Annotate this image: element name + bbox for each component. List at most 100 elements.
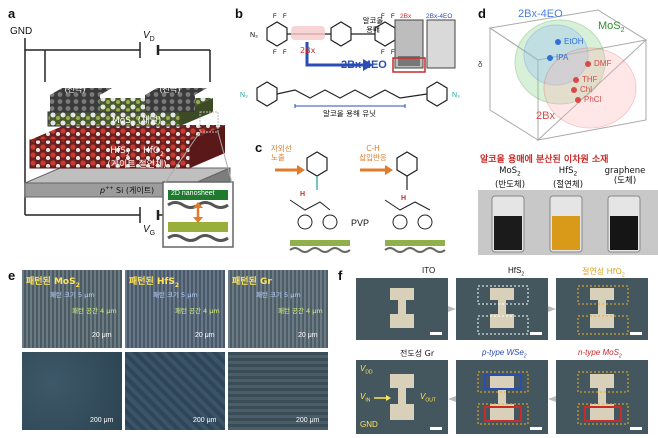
vial-label-hfs2: HfS2(절연체) bbox=[552, 166, 584, 190]
panel-b: b N₃ N₃ FF FF FF FF N₃ N₃ 2Bx 알코올 용매 2Bx… bbox=[235, 0, 470, 140]
solvent-label-0: EtOH bbox=[564, 37, 584, 46]
hfs2-label: HfS2 → HfO2(게이트 절연체) bbox=[107, 146, 167, 170]
svg-text:F: F bbox=[391, 14, 395, 20]
legend-2bx: 2Bx bbox=[536, 110, 555, 122]
label-hfo2: 절연성 HfO2 bbox=[582, 267, 625, 279]
legend-mos2: MoS2 bbox=[598, 20, 625, 35]
psi-label: p++ Si (게이트) bbox=[100, 185, 155, 195]
vd-label: VD bbox=[143, 30, 155, 43]
title-hfs2-text: 패턴된 HfS bbox=[129, 277, 175, 287]
micrograph-mos2 bbox=[22, 270, 122, 348]
psi-text: p bbox=[100, 186, 106, 195]
axis-label-delta: δ bbox=[478, 60, 483, 69]
vg-label: VG bbox=[143, 224, 155, 237]
vout-sub: OUT bbox=[425, 397, 436, 404]
graphene-right-text: graphene bbox=[150, 76, 190, 85]
label-wse2-text: p-type WSe bbox=[482, 348, 524, 357]
dispersion-title: 알코올 용매에 분산된 이차원 소재 bbox=[480, 155, 609, 165]
legend-2bx4eo: 2Bx-4EO bbox=[518, 8, 563, 20]
label-hfs2-text: HfS bbox=[508, 266, 522, 275]
svg-text:H: H bbox=[300, 191, 305, 198]
alcohol-solvent-label: 알코올 용매 bbox=[362, 16, 384, 34]
pattern-gap-mos2: 패턴 공간 4 μm bbox=[72, 307, 117, 315]
solvent-label-4: Chl bbox=[580, 85, 593, 94]
reaction-scheme: H H bbox=[275, 151, 446, 253]
scale-mos2-top: 20 μm bbox=[92, 332, 112, 339]
mos2-text: MoS bbox=[112, 116, 131, 126]
vial-2bx4eo-label: 2Bx-4EO bbox=[426, 13, 453, 20]
graphene-right-label: graphene(전극) bbox=[147, 76, 193, 94]
gnd-label: GND bbox=[10, 26, 33, 37]
svg-text:H: H bbox=[401, 195, 406, 202]
psi-tail: Si (게이트) bbox=[113, 186, 155, 195]
svg-text:N₃: N₃ bbox=[452, 92, 460, 99]
pattern-size-gr: 패턴 크기 5 μm bbox=[256, 291, 301, 299]
panel-c: c H H 자외선 노출 C-H 삽입반응 PVP bbox=[235, 140, 475, 260]
insertion-label: C-H 삽입반응 bbox=[359, 144, 387, 162]
vials-photo bbox=[478, 190, 658, 255]
solvent-label-2: DMF bbox=[594, 59, 612, 68]
product-label: 2Bx-4EO bbox=[341, 59, 387, 71]
molecule-2bx: N₃ N₃ FF FF FF FF N₃ N₃ bbox=[240, 14, 460, 108]
micrograph-hfs2 bbox=[125, 270, 225, 348]
scale-hfs2-bottom: 200 μm bbox=[193, 417, 217, 424]
hfs2-text: HfS bbox=[110, 146, 126, 156]
vdd-text: V bbox=[360, 364, 366, 373]
svg-text:F: F bbox=[391, 50, 395, 56]
pattern-gap-hfs2: 패턴 공간 4 μm bbox=[175, 307, 220, 315]
pattern-gap-gr: 패턴 공간 4 μm bbox=[278, 307, 323, 315]
micrograph-mos2-large bbox=[22, 352, 122, 430]
vdd-sub: DD bbox=[365, 369, 373, 376]
panel-d: d 2Bx-4EO MoS2 2Bx δ EtOH IPA DMF THF Ch… bbox=[478, 0, 658, 260]
solvent-label-1: IPA bbox=[556, 53, 569, 62]
pvp-label: PVP bbox=[351, 218, 370, 228]
gnd-label-f: GND bbox=[360, 420, 378, 429]
uv-label: 자외선 노출 bbox=[271, 144, 292, 162]
mos2-label: MoS2 (채널) bbox=[112, 116, 162, 128]
device-schematic bbox=[24, 38, 234, 248]
vd-sub: D bbox=[149, 36, 155, 43]
title-gr: 패턴된 Gr bbox=[232, 277, 272, 287]
solvent-label-3: THF bbox=[582, 75, 598, 84]
svg-text:F: F bbox=[273, 14, 277, 20]
vial-name-mos2: MoS bbox=[499, 166, 518, 176]
graphene-right-sub: (전극) bbox=[159, 85, 181, 94]
hansen-sphere-plot bbox=[488, 9, 648, 141]
svg-text:F: F bbox=[283, 14, 287, 20]
panel-letter-f: f bbox=[338, 268, 343, 283]
scale-mos2-bottom: 200 μm bbox=[90, 417, 114, 424]
svg-text:F: F bbox=[381, 14, 385, 20]
scale-gr-bottom: 200 μm bbox=[296, 417, 320, 424]
micrograph-gr bbox=[228, 270, 328, 348]
solvent-label-5: PhCl bbox=[584, 95, 602, 104]
legend-mos2-text: MoS bbox=[598, 20, 621, 32]
hfs2-sub: (게이트 절연체) bbox=[107, 159, 167, 170]
panel-e: e 패턴된 MoS2 패턴된 HfS2 패턴된 Gr 패턴 크기 5 μm 패턴… bbox=[0, 262, 330, 438]
title-mos2: 패턴된 MoS2 bbox=[26, 277, 80, 289]
induced-label: 알코올 용해 유닛 bbox=[323, 109, 377, 118]
panel-letter-b: b bbox=[235, 6, 243, 21]
svg-text:N₃: N₃ bbox=[250, 32, 258, 39]
title-hfs2: 패턴된 HfS2 bbox=[129, 277, 180, 289]
title-mos2-text: 패턴된 MoS bbox=[26, 277, 76, 287]
vial-label-mos2: MoS2(반도체) bbox=[494, 166, 526, 190]
panel-letter-d: d bbox=[478, 6, 486, 21]
svg-text:N₃: N₃ bbox=[240, 92, 248, 99]
vg-sub: G bbox=[149, 230, 156, 237]
vial-name-graphene: graphene bbox=[604, 166, 646, 176]
label-ito: ITO bbox=[422, 266, 436, 275]
scale-gr-top: 20 μm bbox=[298, 332, 318, 339]
svg-text:F: F bbox=[283, 50, 287, 56]
mos2-tail: (채널) bbox=[137, 116, 162, 126]
panel-a: a bbox=[0, 0, 235, 260]
vin-label: VIN bbox=[360, 392, 370, 404]
vial-role-graphene: (도체) bbox=[613, 176, 637, 186]
nanosheet-label: 2D nanosheet bbox=[171, 190, 215, 197]
panel-f: f ITO HfS2 절연성 HfO2 전도성 Gr p-type WSe2 n… bbox=[330, 262, 658, 438]
pattern-size-hfs2: 패턴 크기 5 μm bbox=[153, 291, 198, 299]
panel-letter-e: e bbox=[8, 268, 16, 283]
vial-role-mos2: (반도체) bbox=[494, 179, 526, 190]
label-gr: 전도성 Gr bbox=[400, 349, 435, 358]
label-hfo2-text: 절연성 HfO bbox=[582, 267, 622, 276]
graphene-left-label: graphene(전극) bbox=[52, 76, 98, 94]
